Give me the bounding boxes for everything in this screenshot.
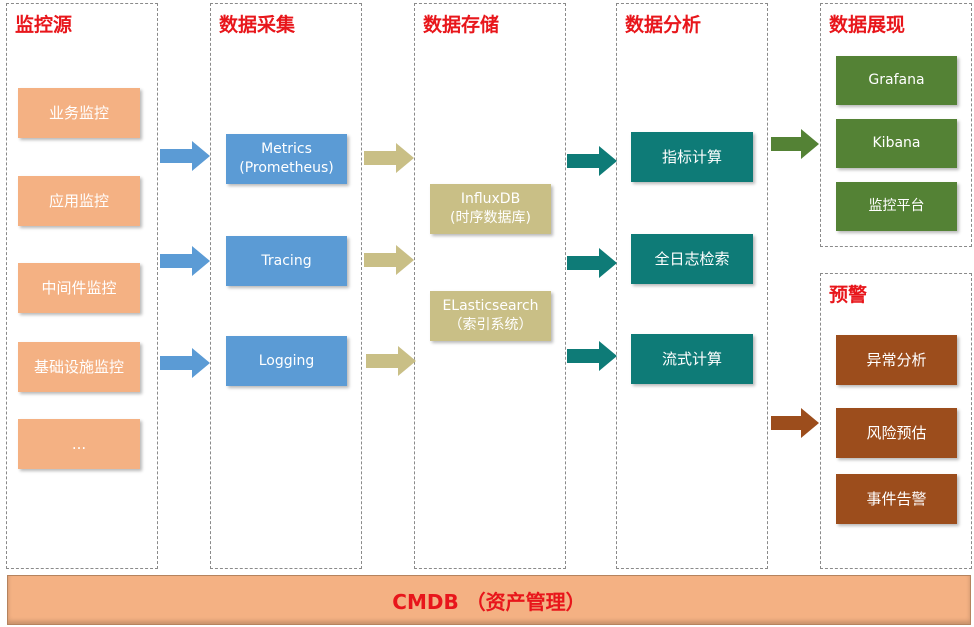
arrow-right-icon bbox=[364, 143, 414, 173]
arrow-right-icon bbox=[567, 341, 617, 371]
arrow-right-icon bbox=[364, 245, 414, 275]
alert-risk-estimation: 风险预估 bbox=[836, 408, 957, 458]
arrow-right-icon bbox=[771, 408, 819, 438]
source-more: ... bbox=[18, 419, 140, 469]
cmdb-label: CMDB （资产管理） bbox=[392, 589, 586, 614]
arrow-right-icon bbox=[567, 248, 617, 278]
analysis-metric-computation: 指标计算 bbox=[631, 132, 753, 182]
source-middleware-monitoring: 中间件监控 bbox=[18, 263, 140, 313]
alert-anomaly-analysis: 异常分析 bbox=[836, 335, 957, 385]
display-grafana: Grafana bbox=[836, 56, 957, 105]
analysis-full-log-search: 全日志检索 bbox=[631, 234, 753, 284]
source-business-monitoring: 业务监控 bbox=[18, 88, 140, 138]
column-title-monitor-source: 监控源 bbox=[15, 14, 73, 36]
column-data-storage: 数据存储 bbox=[414, 3, 566, 569]
alert-event-alarm: 事件告警 bbox=[836, 474, 957, 524]
arrow-right-icon bbox=[567, 146, 617, 176]
arrow-right-icon bbox=[160, 141, 210, 171]
collect-metrics: Metrics (Prometheus) bbox=[226, 134, 347, 184]
arrow-right-icon bbox=[160, 348, 210, 378]
cmdb-asset-management-bar: CMDB （资产管理） bbox=[7, 575, 971, 625]
collect-tracing: Tracing bbox=[226, 236, 347, 286]
storage-influxdb: InfluxDB (时序数据库) bbox=[430, 184, 551, 234]
column-data-collection: 数据采集 bbox=[210, 3, 362, 569]
arrow-right-icon bbox=[771, 129, 819, 159]
source-application-monitoring: 应用监控 bbox=[18, 176, 140, 226]
analysis-stream-computation: 流式计算 bbox=[631, 334, 753, 384]
column-data-analysis: 数据分析 bbox=[616, 3, 768, 569]
display-kibana: Kibana bbox=[836, 119, 957, 168]
column-title-data-display: 数据展现 bbox=[829, 14, 906, 36]
storage-elasticsearch: ELasticsearch （索引系统） bbox=[430, 291, 551, 341]
column-title-alert: 预警 bbox=[829, 284, 868, 306]
collect-logging: Logging bbox=[226, 336, 347, 386]
source-infrastructure-monitoring: 基础设施监控 bbox=[18, 342, 140, 392]
column-title-data-analysis: 数据分析 bbox=[625, 14, 702, 36]
column-title-data-collection: 数据采集 bbox=[219, 14, 296, 36]
column-title-data-storage: 数据存储 bbox=[423, 14, 500, 36]
arrow-right-icon bbox=[366, 346, 416, 376]
arrow-right-icon bbox=[160, 246, 210, 276]
display-monitoring-platform: 监控平台 bbox=[836, 182, 957, 231]
